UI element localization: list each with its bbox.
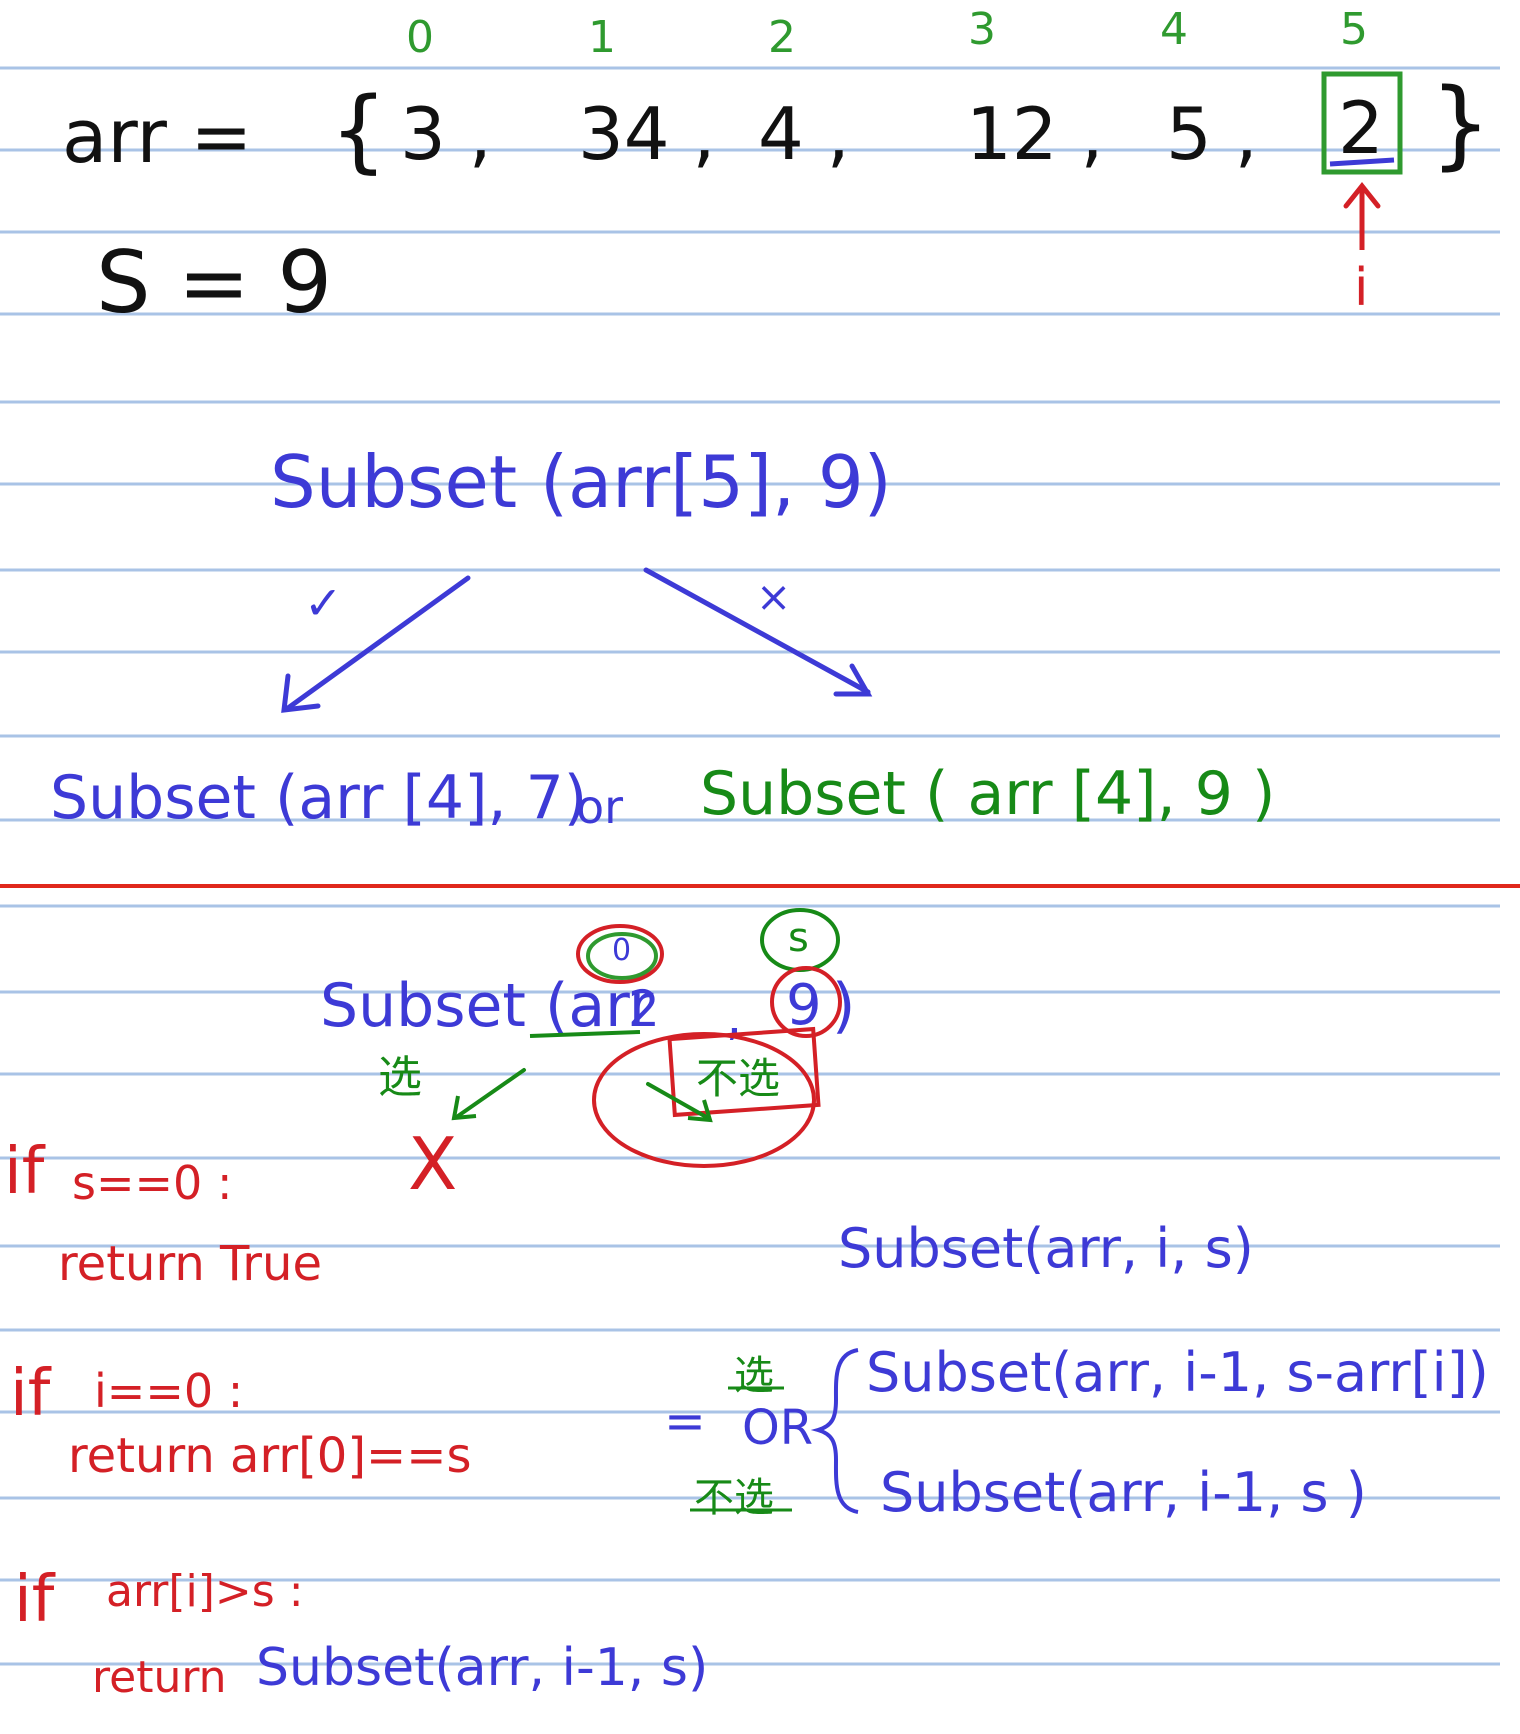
choose-arrow: [456, 1068, 526, 1118]
not-choose-arrow: [646, 1082, 710, 1120]
recurrence-or: OR: [742, 1400, 814, 1456]
red-circle-nine: [770, 966, 842, 1038]
code-return: return: [92, 1652, 227, 1703]
green-circle-index: [586, 932, 658, 980]
array-element: 4 ,: [758, 92, 850, 176]
red-loop: [592, 1032, 816, 1168]
s-assignment: S = 9: [96, 233, 333, 333]
index-label: 3: [968, 4, 996, 55]
tree-right-child: Subset ( arr [4], 9 ): [700, 759, 1276, 829]
tree-arrow-left: [285, 575, 471, 711]
code-condition: arr[i]>s :: [106, 1566, 304, 1617]
code-if-keyword: if: [10, 1357, 51, 1431]
arr-label: arr =: [62, 94, 253, 180]
code-condition: s==0 :: [72, 1156, 233, 1210]
index-label: 1: [588, 12, 616, 63]
code-if-keyword: if: [14, 1563, 55, 1637]
underline-arr: [529, 1030, 641, 1038]
highlight-box: [1321, 71, 1403, 175]
x-mark: X: [408, 1122, 458, 1206]
pointer-arrow-head: [1343, 181, 1381, 209]
index-label: 0: [406, 12, 434, 63]
circled-s-label: s: [788, 915, 809, 961]
close-brace: }: [1430, 68, 1492, 180]
pointer-label: i: [1354, 258, 1369, 318]
tree-arrow-right-head: [833, 663, 873, 697]
bottom-root-prefix: Subset (arr: [320, 971, 654, 1041]
green-circle-s: [760, 908, 840, 972]
code-condition: i==0 :: [94, 1364, 244, 1418]
highlight-underline: [1329, 157, 1395, 167]
code-return: return True: [58, 1236, 322, 1292]
not-choose-arrow-head: [687, 1099, 713, 1123]
open-brace: {: [330, 78, 388, 183]
choose-arrow-head: [451, 1095, 477, 1121]
index-label: 2: [768, 12, 796, 63]
recurrence-head: Subset(arr, i, s): [838, 1217, 1254, 1280]
red-circle-index: [576, 924, 664, 984]
choose-label: 选: [378, 1052, 422, 1103]
recurrence-brace: [810, 1348, 859, 1514]
array-element: 5 ,: [1166, 92, 1258, 176]
bottom-root-comma: ,: [726, 988, 742, 1046]
code-if-keyword: if: [4, 1135, 45, 1209]
array-element: 3 ,: [400, 92, 492, 176]
array-element: 34 ,: [578, 92, 716, 176]
red-box-not-choose: [667, 1026, 821, 1118]
cross-mark: ×: [756, 572, 792, 621]
recurrence-case-choose: Subset(arr, i-1, s-arr[i]): [866, 1341, 1489, 1404]
bottom-root-s: 9: [786, 973, 822, 1038]
or-label: or: [576, 780, 624, 834]
recurrence-case-not-choose: Subset(arr, i-1, s ): [880, 1461, 1367, 1524]
bottom-root-index: 2: [628, 980, 660, 1038]
array-element-highlighted: 2: [1338, 86, 1384, 170]
code-return: return arr[0]==s: [68, 1428, 472, 1484]
not-choose-label: 不选: [696, 1054, 781, 1103]
tree-arrow-right: [643, 567, 871, 695]
index-label: 5: [1340, 4, 1368, 55]
array-element: 12 ,: [966, 92, 1104, 176]
tree-left-child: Subset (arr [4], 7): [50, 763, 588, 833]
index-label: 4: [1160, 4, 1188, 55]
check-mark: ✓: [304, 576, 343, 630]
tree-root: Subset (arr[5], 9): [270, 440, 892, 524]
tree-arrow-left-head: [281, 673, 321, 713]
recurrence-equals: =: [664, 1392, 706, 1450]
circled-index-zero: 0: [612, 933, 632, 968]
code-recursive-call: Subset(arr, i-1, s): [256, 1638, 709, 1698]
